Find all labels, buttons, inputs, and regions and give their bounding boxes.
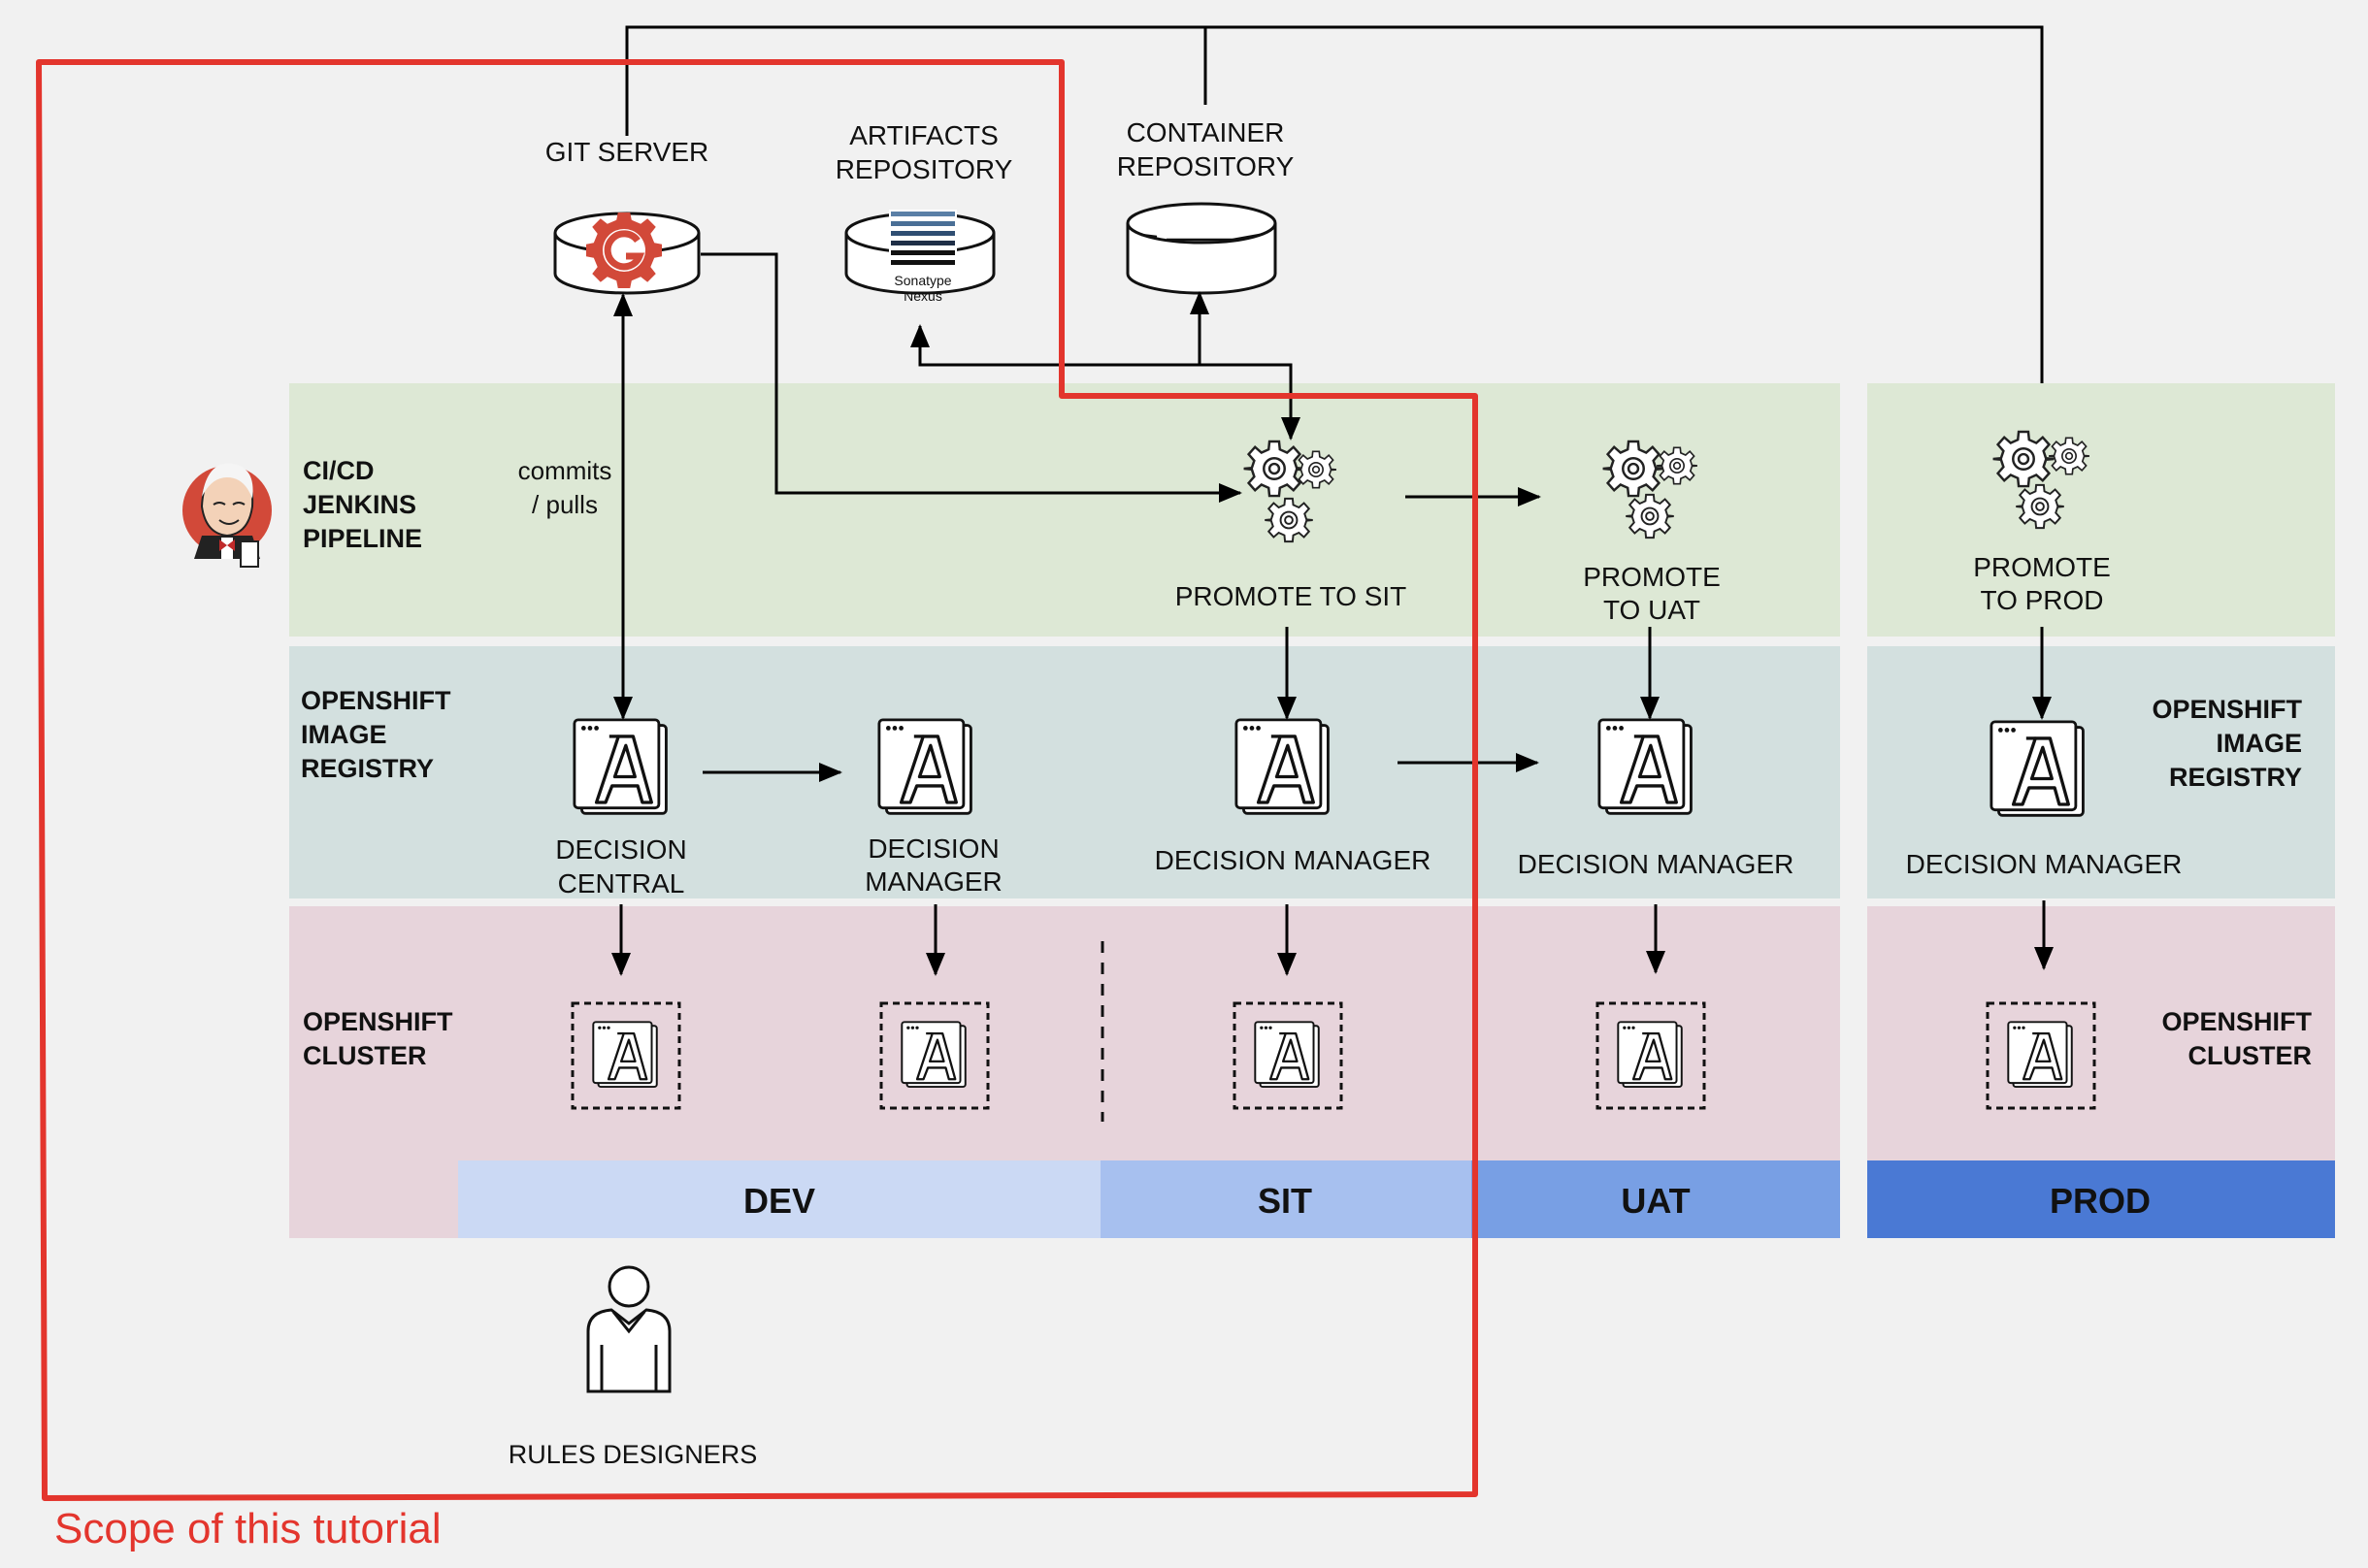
svg-text:MANAGER: MANAGER [865, 866, 1003, 897]
svg-text:CLUSTER: CLUSTER [303, 1041, 427, 1070]
pipeline-band [289, 383, 2335, 637]
commits-label-line1: commits [518, 456, 612, 485]
container-label-line2: REPOSITORY [1117, 151, 1295, 181]
gitblit-icon [586, 212, 662, 288]
promote-uat-label-line1: PROMOTE [1583, 562, 1721, 592]
git-server-label: GIT SERVER [545, 137, 709, 167]
svg-text:DECISION: DECISION [555, 834, 686, 865]
svg-text:OPENSHIFT: OPENSHIFT [2161, 1007, 2312, 1036]
promote-sit-label: PROMOTE TO SIT [1175, 581, 1407, 611]
svg-text:PIPELINE: PIPELINE [303, 524, 422, 553]
container-label-line1: CONTAINER [1127, 117, 1285, 147]
svg-text:REGISTRY: REGISTRY [301, 754, 434, 783]
svg-text:IMAGE: IMAGE [2216, 729, 2302, 758]
decision-manager-image-uat: DECISION MANAGER [1518, 718, 1794, 879]
prod-cluster-label: OPENSHIFT CLUSTER [2161, 1007, 2312, 1070]
cluster-pod-dev-manager [879, 1001, 990, 1110]
decision-manager-image-prod: DECISION MANAGER [1906, 720, 2183, 879]
svg-text:JENKINS: JENKINS [303, 490, 416, 519]
commits-label-line2: / pulls [532, 490, 598, 519]
artifacts-repository: ARTIFACTS REPOSITORY Sonatype Nexus [836, 120, 1013, 304]
cluster-pod-central [571, 1001, 681, 1110]
person-icon [586, 1265, 672, 1393]
decision-manager-image-sit: DECISION MANAGER [1155, 718, 1431, 875]
svg-text:CI/CD: CI/CD [303, 456, 375, 485]
pipeline-row-label: CI/CD JENKINS PIPELINE [303, 456, 422, 553]
env-label-uat: UAT [1621, 1181, 1690, 1221]
env-label-dev: DEV [743, 1181, 815, 1221]
git-server: GIT SERVER [545, 137, 709, 295]
registry-row-label: OPENSHIFT IMAGE REGISTRY [301, 686, 451, 783]
scope-boundary [36, 59, 1478, 1501]
svg-text:DECISION MANAGER: DECISION MANAGER [1906, 849, 2183, 879]
env-label-sit: SIT [1258, 1181, 1312, 1221]
nexus-logo-line2: Nexus [904, 288, 942, 304]
promote-uat-label-line2: TO UAT [1603, 595, 1700, 625]
svg-text:OPENSHIFT: OPENSHIFT [303, 1007, 453, 1036]
svg-text:DECISION MANAGER: DECISION MANAGER [1518, 849, 1794, 879]
env-bar-sit [1101, 1160, 1471, 1238]
decision-central-image: DECISION CENTRAL [555, 718, 687, 898]
env-bar-dev [458, 1160, 1101, 1238]
cluster-pod-prod [1986, 1001, 2096, 1110]
artifacts-label-line1: ARTIFACTS [849, 120, 999, 150]
container-repository: CONTAINER REPOSITORY [1117, 117, 1295, 295]
env-bar-uat [1471, 1160, 1840, 1238]
nexus-logo-line1: Sonatype [894, 273, 951, 288]
prod-registry-label: OPENSHIFT IMAGE REGISTRY [2152, 695, 2302, 792]
promote-prod-label-line2: TO PROD [1980, 585, 2103, 615]
artifacts-label-line2: REPOSITORY [836, 154, 1013, 184]
svg-text:REGISTRY: REGISTRY [2169, 763, 2302, 792]
sonatype-nexus-icon: Sonatype Nexus [889, 210, 957, 304]
svg-text:DECISION: DECISION [868, 833, 999, 864]
registry-band [289, 646, 2335, 898]
svg-text:CENTRAL: CENTRAL [558, 868, 685, 898]
decision-manager-image-dev: DECISION MANAGER [865, 718, 1003, 897]
cluster-row-label: OPENSHIFT CLUSTER [303, 1007, 453, 1070]
scope-label: Scope of this tutorial [54, 1505, 442, 1552]
svg-text:CLUSTER: CLUSTER [2188, 1041, 2313, 1070]
rules-designers-label: RULES DESIGNERS [509, 1440, 758, 1469]
jenkins-butler-icon [182, 463, 272, 568]
svg-text:OPENSHIFT: OPENSHIFT [2152, 695, 2302, 724]
cluster-pod-sit [1233, 1001, 1343, 1110]
cluster-pod-uat [1595, 1001, 1706, 1110]
env-label-prod: PROD [2050, 1181, 2151, 1221]
top-connectors [625, 25, 2052, 421]
env-bar-prod [1867, 1160, 2335, 1238]
svg-text:IMAGE: IMAGE [301, 720, 387, 749]
svg-text:OPENSHIFT: OPENSHIFT [301, 686, 451, 715]
svg-text:DECISION MANAGER: DECISION MANAGER [1155, 845, 1431, 875]
promote-prod-label-line1: PROMOTE [1973, 552, 2111, 582]
